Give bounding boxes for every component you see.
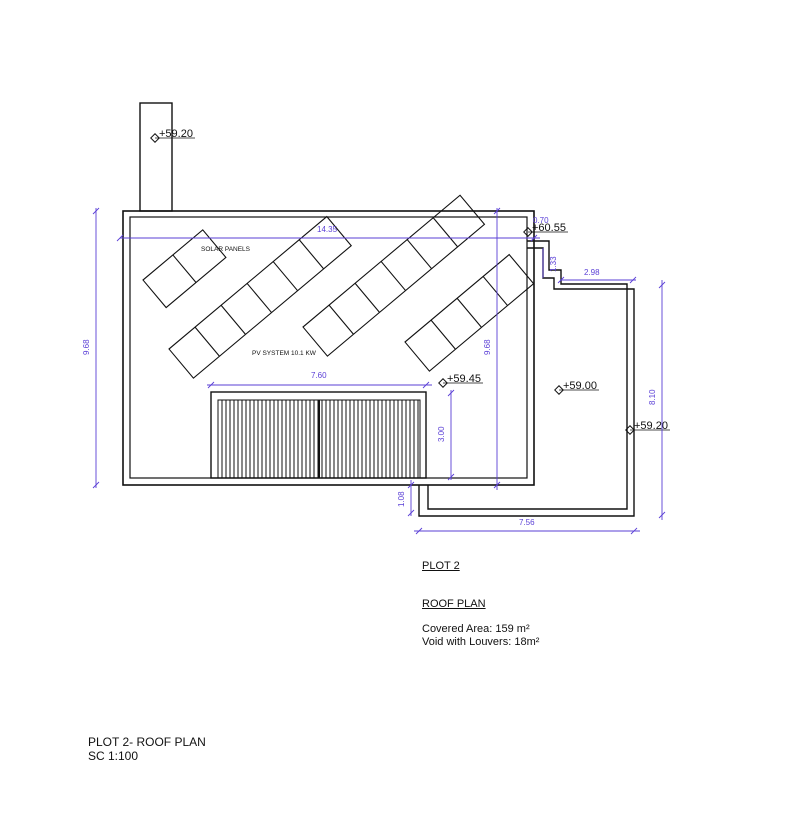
dim-terrace-offset: 2.98 xyxy=(584,268,600,277)
solar-array-3 xyxy=(302,194,486,357)
dim-void-height: 3.00 xyxy=(437,426,446,442)
level-marker-terrace-edge: +59.20 xyxy=(625,420,670,435)
notes-void: Void with Louvers: 18m² xyxy=(422,636,540,648)
dim-void-width: 7.60 xyxy=(311,371,327,380)
title-block-line1: PLOT 2- ROOF PLAN xyxy=(88,735,206,749)
dim-width-top: 14.35 xyxy=(317,225,338,234)
level-marker-chimney: +59.20 xyxy=(150,128,195,143)
level-roof-top: +60.55 xyxy=(532,222,566,234)
level-marker-void: +59.45 xyxy=(438,373,483,388)
level-terrace: +59.00 xyxy=(563,380,597,392)
pv-system-label: PV SYSTEM 10.1 KW xyxy=(252,350,317,357)
main-roof-outline xyxy=(122,210,535,486)
level-void: +59.45 xyxy=(447,373,481,385)
level-marker-roof-top: +60.55 xyxy=(523,222,568,237)
dim-step-vertical: 1.33 xyxy=(549,256,558,272)
void-louvers xyxy=(210,391,427,479)
solar-panels-label: SOLAR PANELS xyxy=(201,246,251,253)
dim-terrace-height: 8.10 xyxy=(648,389,657,405)
level-terrace-edge: +59.20 xyxy=(634,420,668,432)
notes-covered-area: Covered Area: 159 m² xyxy=(422,623,530,635)
dim-height-inner: 9.68 xyxy=(483,339,492,355)
dim-height-left: 9.68 xyxy=(82,339,91,355)
level-chimney: +59.20 xyxy=(159,128,193,140)
dimension-lines xyxy=(92,207,666,535)
notes-plot: PLOT 2 xyxy=(422,560,460,572)
solar-array-2 xyxy=(168,215,353,379)
chimney xyxy=(139,102,173,212)
dim-terrace-width: 7.56 xyxy=(519,518,535,527)
dim-bottom-offset: 1.08 xyxy=(397,491,406,507)
notes-plan: ROOF PLAN xyxy=(422,598,486,610)
solar-array-1 xyxy=(142,229,227,309)
level-marker-terrace: +59.00 xyxy=(554,380,599,395)
dim-step-small: 0.70 xyxy=(533,216,549,225)
solar-array-4 xyxy=(404,253,535,372)
title-block-line2: SC 1:100 xyxy=(88,749,139,763)
louver-slats xyxy=(221,400,419,478)
